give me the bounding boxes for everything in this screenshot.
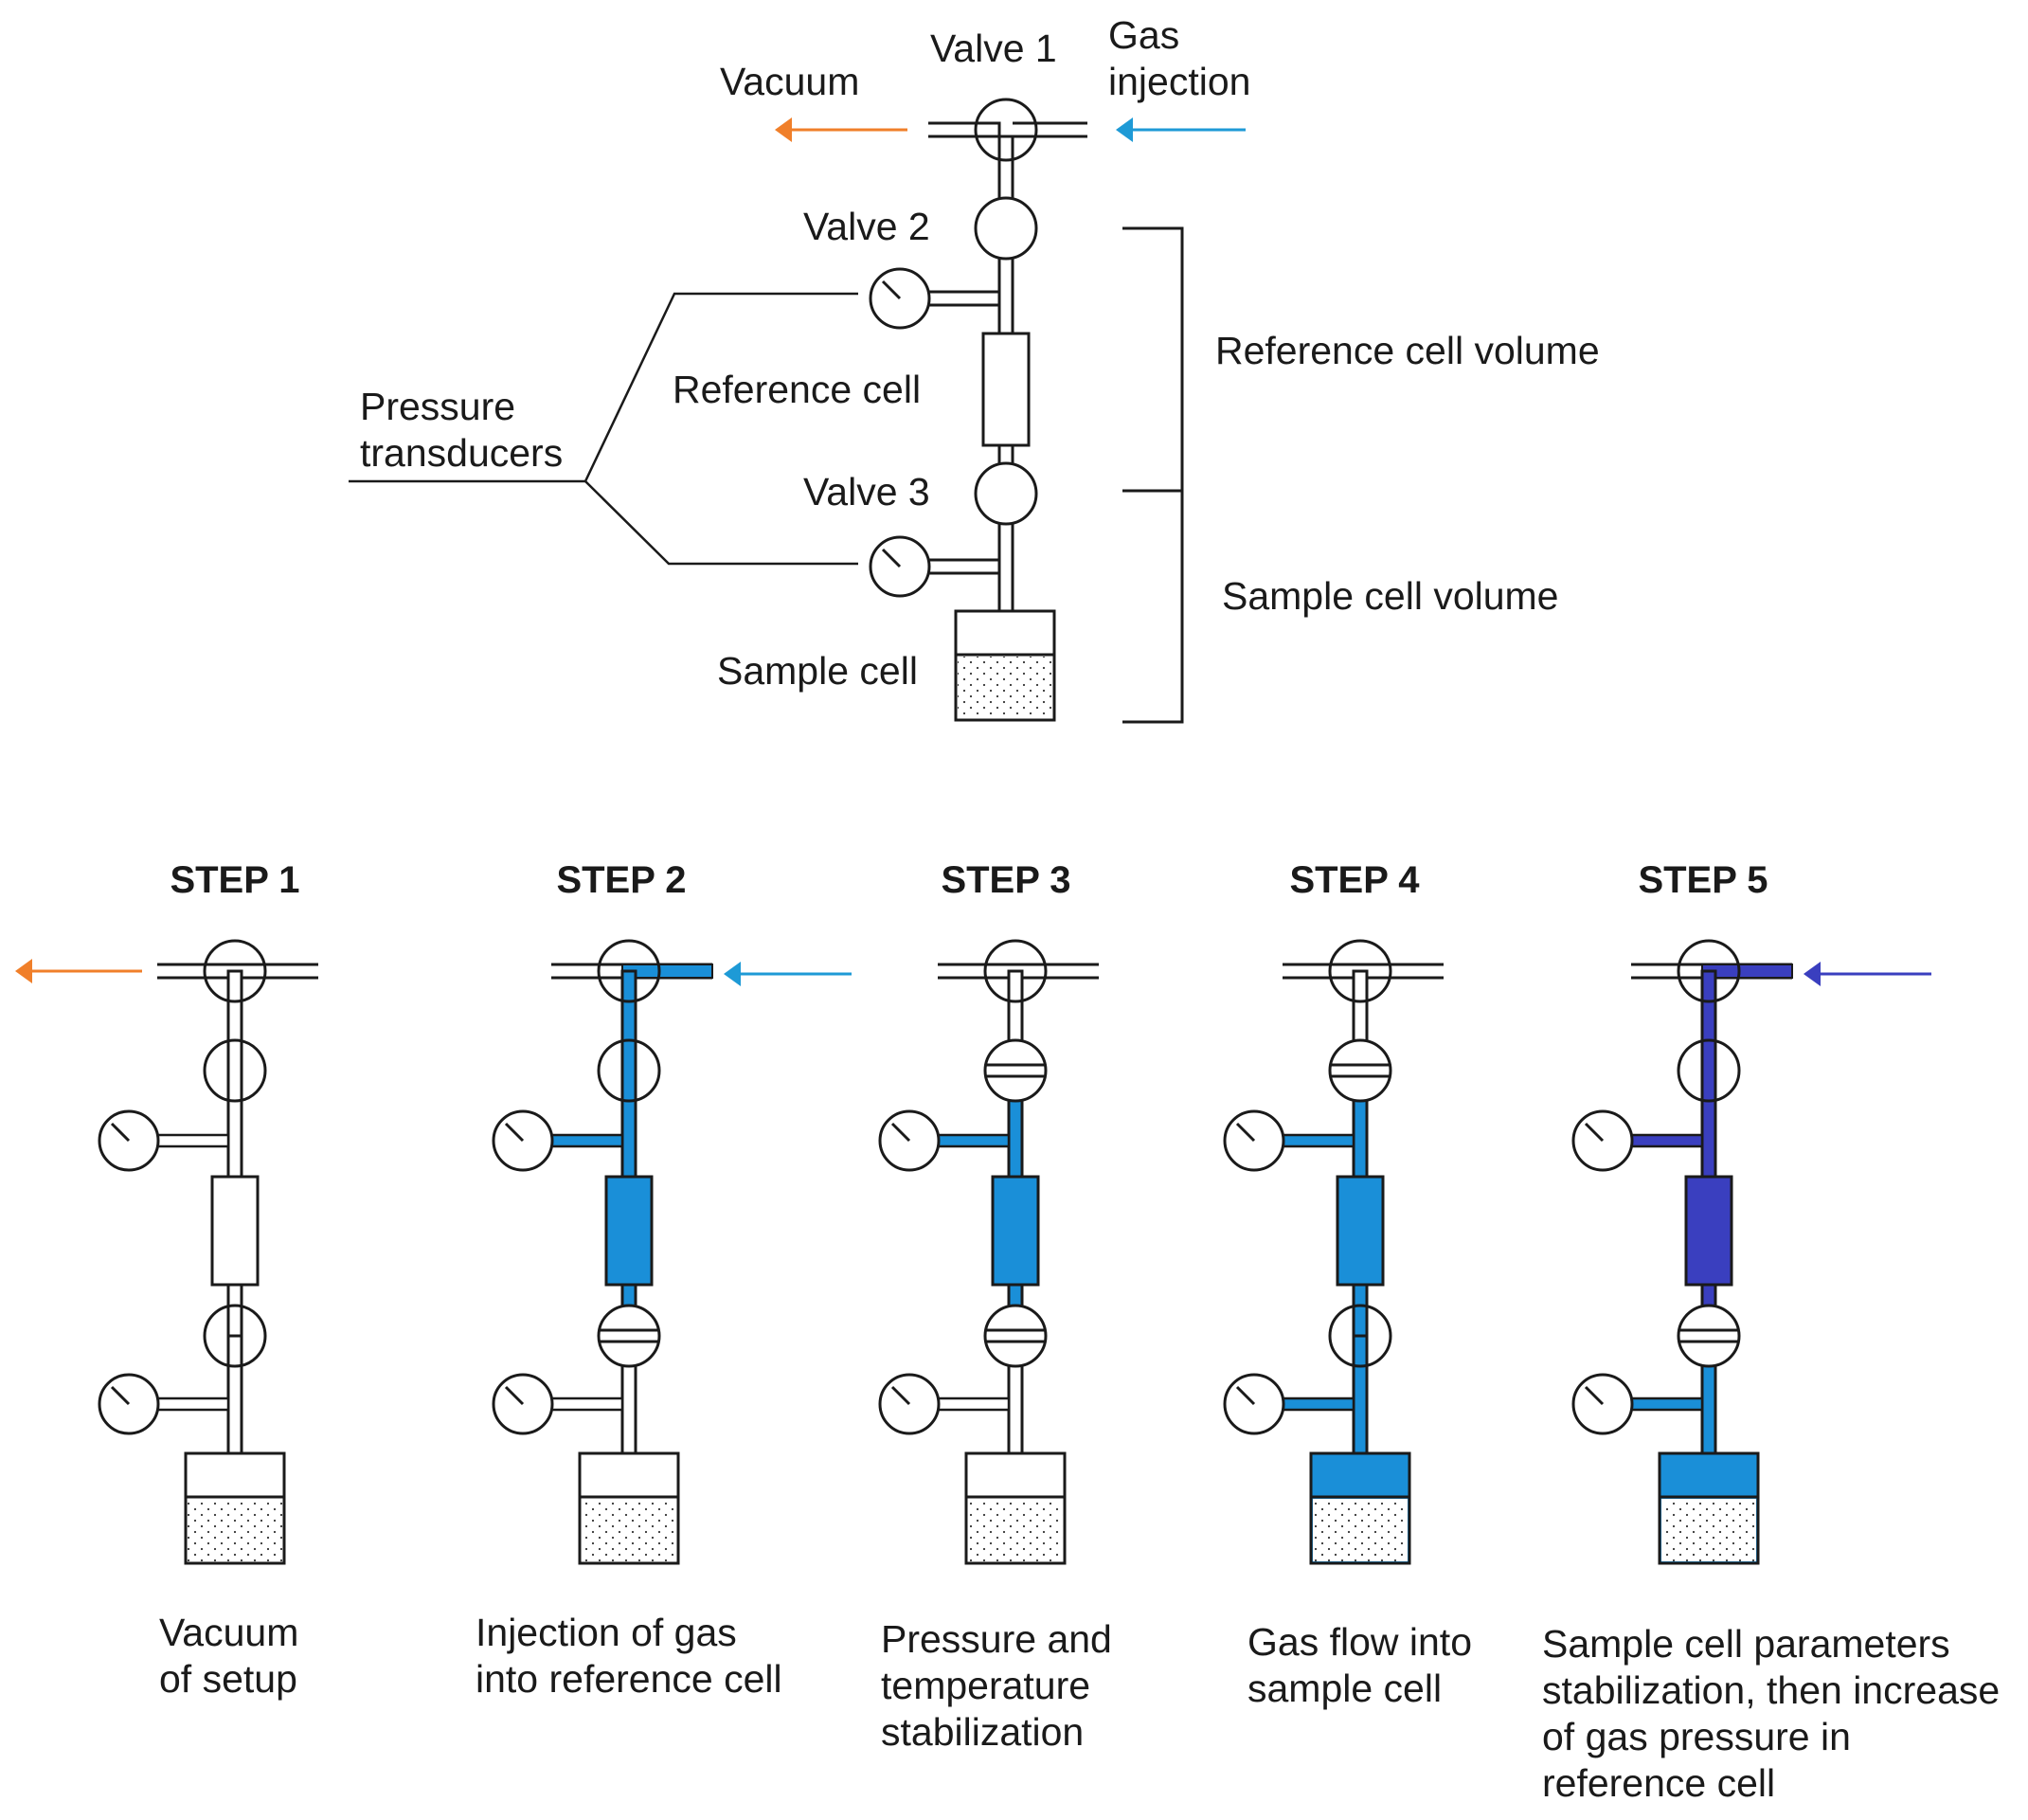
gauge-2-pipe [1629, 1397, 1704, 1412]
reference-cell [1336, 1175, 1385, 1287]
step-caption-line: stabilization, then increase [1542, 1668, 2000, 1712]
step-caption-line: into reference cell [476, 1657, 782, 1701]
valve-1 [974, 98, 1038, 208]
step-caption-line: of gas pressure in [1542, 1715, 1851, 1758]
valve-2 [983, 1038, 1048, 1103]
valve-3 [597, 1304, 661, 1368]
gauge-1-needle [110, 1122, 131, 1143]
gauge-2-needle [890, 1385, 911, 1406]
gauge-2-pipe [155, 1397, 230, 1412]
reference-cell [981, 332, 1031, 447]
valve-1 [597, 939, 661, 1003]
pressure-transducers-label-line1: Pressure [360, 385, 515, 428]
gauge-2-needle [110, 1385, 131, 1406]
reference-cell [991, 1175, 1040, 1287]
step-3: STEP 3 Pressure andtemperaturestabilizati… [878, 859, 1112, 1754]
vacuum-label: Vacuum [720, 60, 859, 103]
gas-injection-arrow [1116, 117, 1246, 142]
vacuum-arrowhead [15, 959, 32, 983]
gauge-1-needle [504, 1122, 525, 1143]
gauge-1-pipe [936, 1133, 1011, 1148]
gauge-1-needle [1235, 1122, 1256, 1143]
valve-1 [1328, 939, 1392, 1003]
gauge-1-needle [1584, 1122, 1605, 1143]
valve-3 [1328, 1304, 1392, 1368]
sample-material [1661, 1499, 1756, 1561]
reference-cell [604, 1175, 654, 1287]
reference-cell-label: Reference cell [673, 368, 921, 411]
step-caption-line: Vacuum [159, 1611, 298, 1654]
step-title: STEP 3 [941, 859, 1070, 901]
gas-arrowhead [724, 962, 741, 986]
step-caption-line: Sample cell parameters [1542, 1622, 1950, 1666]
gauge-2-pipe [936, 1397, 1011, 1412]
step-5: STEP 5 Sample cell parametersstabilizatio… [1542, 859, 2000, 1805]
step-title: STEP 2 [556, 859, 686, 901]
valve-3 [983, 1304, 1048, 1368]
step-caption-line: of setup [159, 1657, 297, 1701]
step-title: STEP 4 [1289, 859, 1420, 901]
gauge-2-needle [504, 1385, 525, 1406]
vacuum-arrow [775, 117, 907, 142]
sample-cell-label: Sample cell [717, 649, 918, 693]
step-caption-line: stabilization [881, 1710, 1084, 1754]
gauge-2-needle [1584, 1385, 1605, 1406]
overview-apparatus: Valve 1 Gas injection Vacuum Valve 2 Ref… [349, 13, 1600, 724]
gauge-1-pipe [1629, 1133, 1704, 1148]
gauge-1-pipe [1281, 1133, 1355, 1148]
step-caption-line: Pressure and [881, 1617, 1112, 1661]
valve-3-label: Valve 3 [803, 470, 930, 514]
gauge-2-needle [1235, 1385, 1256, 1406]
valve-2 [1328, 1038, 1392, 1103]
reference-cell-volume-label: Reference cell volume [1215, 329, 1600, 372]
gas-arrowhead [1804, 962, 1821, 986]
valve-1-label: Valve 1 [930, 27, 1057, 70]
valve-2 [1677, 1038, 1741, 1103]
valve-2-label: Valve 2 [803, 205, 930, 248]
lower-pipe [226, 1334, 243, 1455]
gauge-2-pipe [549, 1397, 624, 1412]
valve-2 [597, 1038, 661, 1103]
valve-3 [974, 461, 1038, 526]
valve-2 [203, 1038, 267, 1103]
step-caption-line: Injection of gas [476, 1611, 737, 1654]
lower-pipe [1352, 1334, 1369, 1455]
step-caption-line: reference cell [1542, 1761, 1775, 1805]
step-caption-line: Gas flow into [1247, 1620, 1472, 1664]
pressure-transducer-2 [869, 535, 999, 598]
reference-cell [210, 1175, 260, 1287]
gauge-2-pipe [1281, 1397, 1355, 1412]
step-caption-line: temperature [881, 1664, 1090, 1707]
step-title: STEP 5 [1638, 859, 1768, 901]
sample-material [1313, 1499, 1408, 1561]
volume-bracket [1122, 226, 1184, 724]
sample-material [968, 1499, 1063, 1561]
reference-cell [1684, 1175, 1733, 1287]
gauge-1-pipe [549, 1133, 624, 1148]
gauge-1-pipe [155, 1133, 230, 1148]
pressure-transducer-leaders [349, 292, 858, 566]
step-caption-line: sample cell [1247, 1667, 1442, 1710]
pressure-transducer-1 [869, 267, 999, 330]
valve-3 [1677, 1304, 1741, 1368]
sample-cell [954, 609, 1056, 722]
gas-injection-label-line1: Gas [1108, 13, 1179, 57]
gauge-1-needle [890, 1122, 911, 1143]
valve-1 [203, 939, 267, 1003]
valve-2 [974, 196, 1038, 261]
gas-injection-label-line2: injection [1108, 60, 1250, 103]
valve-1 [983, 939, 1048, 1003]
valve-1 [1677, 939, 1741, 1003]
pressure-transducers-label-line2: transducers [360, 431, 563, 475]
sample-material [188, 1499, 282, 1561]
sample-cell-volume-label: Sample cell volume [1222, 574, 1559, 618]
step-title: STEP 1 [170, 859, 299, 901]
valve-3 [203, 1304, 267, 1368]
sample-material [582, 1499, 676, 1561]
